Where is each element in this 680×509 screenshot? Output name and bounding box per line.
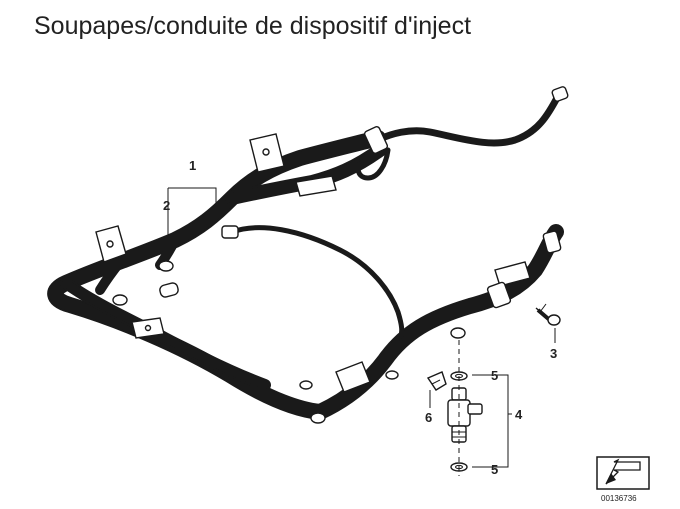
injector-bosses: [112, 260, 466, 424]
plug-part-2: [159, 282, 179, 298]
callout-2: 2: [163, 198, 170, 213]
callout-5-bottom: 5: [491, 462, 498, 477]
clip-part-6: [426, 371, 447, 391]
callout-5-top: 5: [491, 368, 498, 383]
crossover-fuel-line: [221, 225, 405, 343]
rail-clamps: [363, 126, 562, 309]
diagram-title: Soupapes/conduite de dispositif d'inject: [34, 12, 472, 40]
bolt-part-3: [535, 303, 561, 326]
callout-1: 1: [189, 158, 196, 173]
callout-3: 3: [550, 346, 557, 361]
callout-leaders: [167, 187, 556, 468]
fuel-supply-hose: [355, 86, 569, 181]
reference-stamp: 00136736: [596, 456, 650, 503]
callout-6: 6: [425, 410, 432, 425]
reference-number: 00136736: [601, 494, 637, 503]
injector-valve-part-4: [447, 387, 483, 443]
mounting-brackets: [95, 133, 531, 393]
arrow-icon: [605, 458, 641, 485]
callout-4: 4: [515, 407, 523, 422]
fuel-rail-frame: [47, 130, 564, 420]
